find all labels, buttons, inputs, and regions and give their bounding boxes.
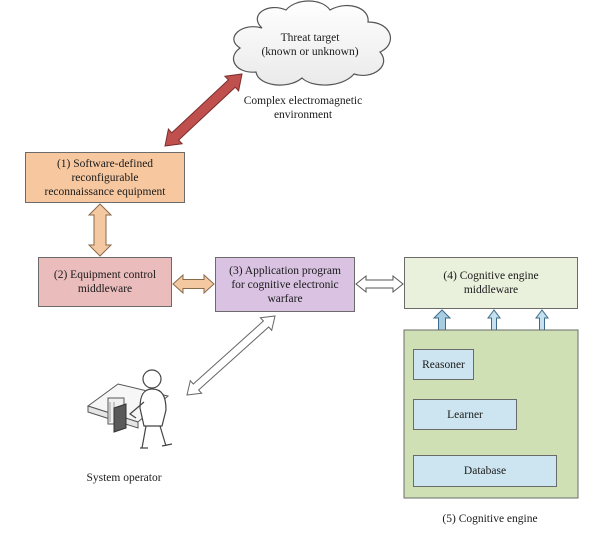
box1-box2-arrow: [87, 203, 113, 257]
environment-label: Complex electromagnetic environment: [243, 95, 363, 121]
box3-box4-arrow: [355, 274, 404, 294]
learner-box[interactable]: Learner: [413, 399, 517, 430]
box-application-program[interactable]: (3) Application program for cognitive el…: [215, 257, 355, 312]
box-cognitive-engine-middleware[interactable]: (4) Cognitive engine middleware: [404, 257, 578, 309]
system-operator-figure: [86, 369, 173, 449]
cognitive-engine-caption: (5) Cognitive engine: [442, 513, 538, 525]
box-software-defined-equipment[interactable]: (1) Software-defined reconfigurable reco…: [25, 152, 185, 203]
database-box[interactable]: Database: [413, 455, 557, 487]
threat-link-arrow: [164, 73, 243, 147]
operator-link-arrow: [186, 315, 276, 396]
reasoner-box[interactable]: Reasoner: [413, 349, 474, 380]
threat-cloud: [233, 0, 391, 86]
box2-box3-arrow: [172, 273, 215, 295]
system-operator-label: System operator: [86, 472, 162, 484]
box-equipment-control-middleware[interactable]: (2) Equipment control middleware: [38, 257, 172, 307]
threat-target-label: Threat target (known or unknown): [261, 32, 359, 58]
